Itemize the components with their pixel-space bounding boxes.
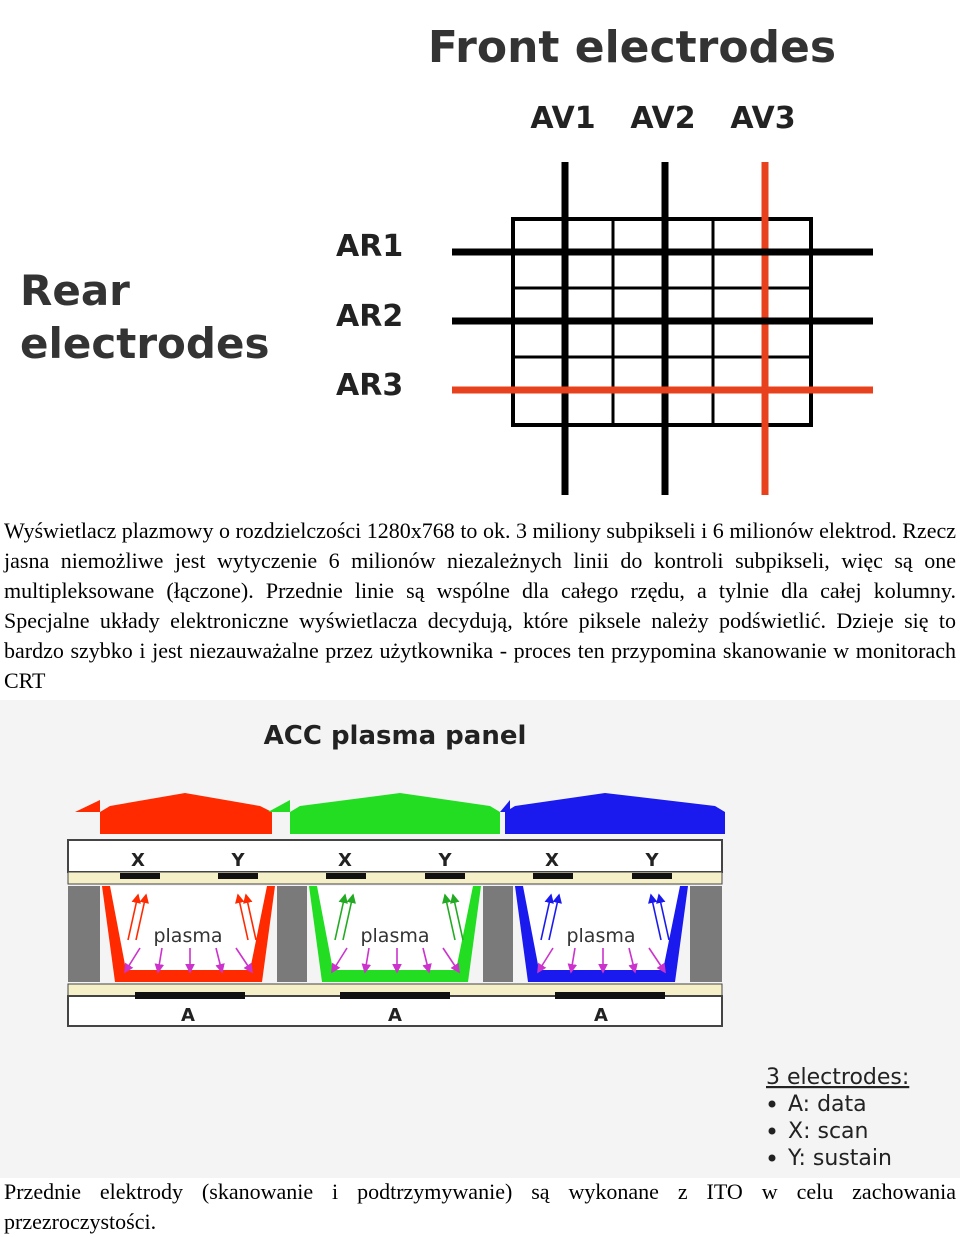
rear-label-ar1: AR1	[336, 229, 403, 264]
blue-light-arrow	[505, 793, 725, 834]
front-label-av3: AV3	[730, 101, 795, 136]
description-paragraph-ito: Przednie elektrody (skanowanie i podtrzy…	[4, 1179, 956, 1234]
plasma-label-2: plasma	[360, 925, 429, 947]
rear-label-ar3: AR3	[336, 368, 403, 403]
barrier-rib-4	[690, 886, 722, 982]
red-emission-arrows	[127, 893, 257, 941]
data-electrode-label-1: A	[181, 1005, 195, 1026]
green-subpixel-cell	[309, 886, 481, 982]
barrier-rib-3	[483, 886, 513, 982]
red-light-arrow	[100, 793, 272, 834]
electrode-grid-figure: Front electrodes AV1 AV2 AV3 Rear electr…	[20, 22, 873, 495]
uv-arrows	[124, 947, 666, 974]
scan-electrode-3	[533, 873, 573, 879]
scan-electrode-label-3: X	[545, 850, 559, 871]
blue-emission-arrows	[540, 893, 670, 941]
red-subpixel-cell	[102, 886, 275, 982]
front-label-av1: AV1	[530, 101, 595, 136]
legend-item-sustain: Y: sustain	[787, 1146, 892, 1171]
rear-electrodes-title-line2: electrodes	[20, 319, 269, 368]
scan-electrode-label-1: X	[131, 850, 145, 871]
rear-electrodes-title-line1: Rear	[20, 266, 130, 315]
sustain-electrode-label-1: Y	[230, 850, 245, 871]
green-emission-arrows	[334, 893, 464, 941]
legend-item-data: A: data	[788, 1092, 867, 1117]
blue-subpixel-cell	[515, 886, 688, 982]
sustain-electrode-3	[632, 873, 672, 879]
sustain-electrode-2	[425, 873, 465, 879]
electrodes-legend: 3 electrodes: A: data X: scan Y: sustain	[766, 1065, 909, 1171]
data-electrode-label-2: A	[388, 1005, 402, 1026]
barrier-rib-1	[68, 886, 100, 982]
legend-item-scan: X: scan	[788, 1119, 868, 1144]
plasma-label-3: plasma	[566, 925, 635, 947]
front-glass-plate	[67, 839, 723, 873]
scan-electrode-label-2: X	[338, 850, 352, 871]
acc-plasma-panel-figure: ACC plasma panel X Y X Y X Y	[0, 700, 960, 1178]
green-light-arrow	[290, 793, 500, 834]
data-electrode-3	[555, 992, 665, 999]
data-electrode-label-3: A	[594, 1005, 608, 1026]
barrier-rib-2	[277, 886, 307, 982]
acc-plasma-panel-title: ACC plasma panel	[264, 721, 527, 751]
scan-electrode-2	[326, 873, 366, 879]
data-electrode-1	[135, 992, 245, 999]
front-dielectric-layer	[67, 871, 723, 885]
description-paragraph-multiplexing: Wyświetlacz plazmowy o rozdzielczości 12…	[4, 518, 956, 693]
sustain-electrode-label-2: Y	[437, 850, 452, 871]
front-label-av2: AV2	[630, 101, 695, 136]
rear-label-ar2: AR2	[336, 299, 403, 334]
front-electrodes-title: Front electrodes	[428, 22, 836, 73]
sustain-electrode-1	[218, 873, 258, 879]
sustain-electrode-label-3: Y	[644, 850, 659, 871]
legend-heading: 3 electrodes:	[766, 1065, 909, 1090]
plasma-label-1: plasma	[153, 925, 222, 947]
scan-electrode-1	[120, 873, 160, 879]
data-electrode-2	[340, 992, 450, 999]
